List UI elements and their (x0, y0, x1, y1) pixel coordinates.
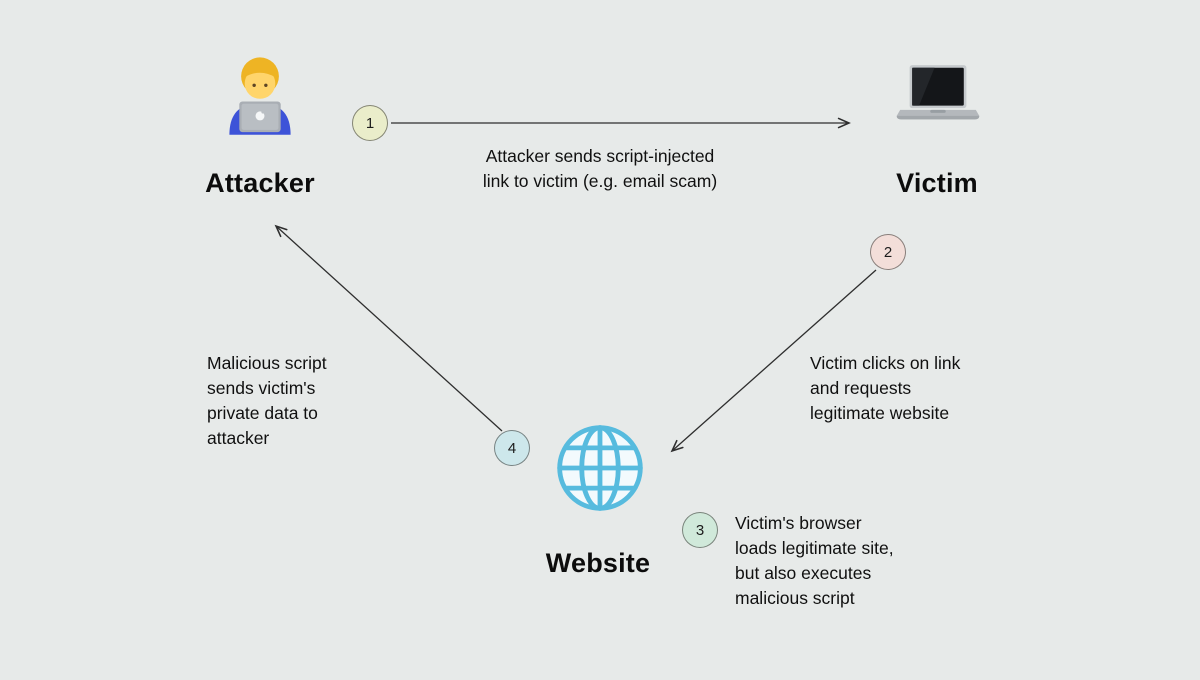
victim-label: Victim (896, 168, 978, 198)
attacker-label: Attacker (205, 168, 315, 198)
step-3-number: 3 (695, 521, 705, 539)
step-4-text: Malicious script sends victim's private … (207, 353, 327, 448)
step-4-badge: 4 (494, 430, 530, 466)
step-1-number: 1 (365, 114, 375, 132)
step-2-number: 2 (883, 243, 893, 261)
man-technologist-icon (215, 52, 305, 147)
step-2-text: Victim clicks on link and requests legit… (810, 353, 961, 423)
step-3-badge: 3 (682, 512, 718, 548)
step-3-text: Victim's browser loads legitimate site, … (735, 513, 894, 608)
step-1-text: Attacker sends script-injected link to v… (482, 146, 718, 191)
step-4-number: 4 (507, 439, 517, 457)
website-label: Website (545, 548, 651, 578)
globe-icon (552, 420, 648, 521)
laptop-icon (895, 62, 981, 137)
step-1-badge: 1 (352, 105, 388, 141)
step-2-badge: 2 (870, 234, 906, 270)
